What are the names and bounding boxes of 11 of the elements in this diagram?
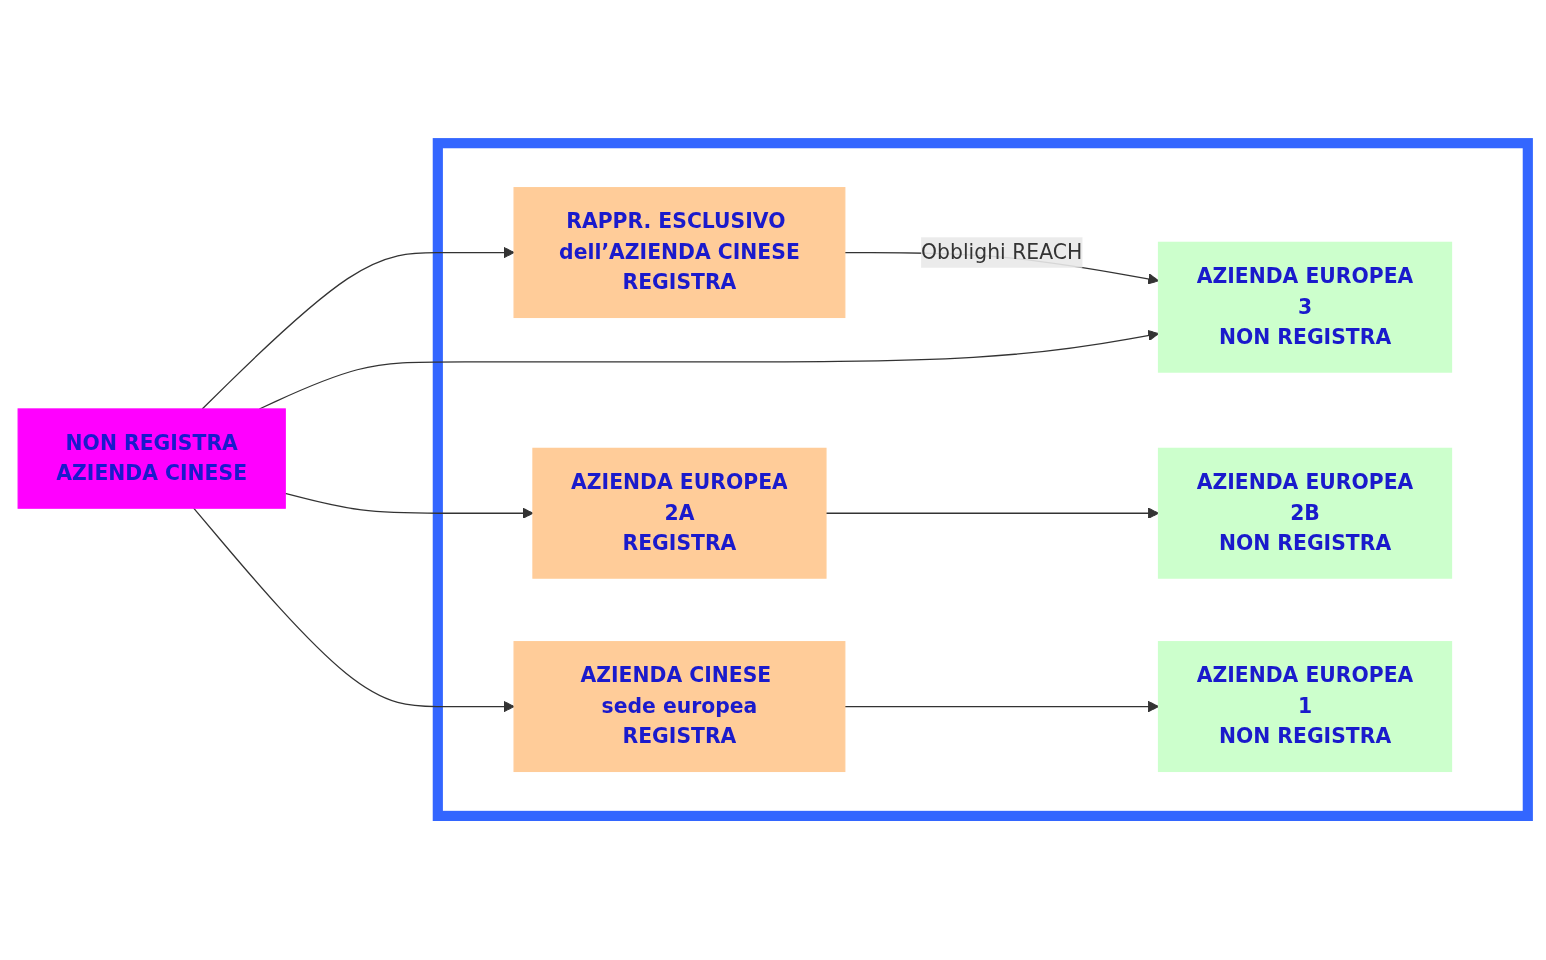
node-box: RAPPR. ESCLUSIVO dell’AZIENDA CINESE REGISTRA bbox=[513, 187, 846, 319]
node-box: AZIENDA EUROPEA 2A REGISTRA bbox=[532, 448, 827, 580]
node-box: AZIENDA CINESE sede europea REGISTRA bbox=[513, 641, 846, 773]
arrow bbox=[193, 507, 515, 713]
edge-label: Obblighi REACH bbox=[921, 240, 1083, 265]
node-box: AZIENDA EUROPEA 1 NON REGISTRA bbox=[1157, 641, 1453, 773]
arrow bbox=[201, 247, 515, 411]
node-box: NON REGISTRA AZIENDA CINESE bbox=[17, 408, 286, 510]
node-box: AZIENDA EUROPEA 2B NON REGISTRA bbox=[1157, 448, 1453, 580]
node-box: AZIENDA EUROPEA 3 NON REGISTRA bbox=[1157, 242, 1453, 374]
cluster bbox=[432, 138, 1533, 822]
